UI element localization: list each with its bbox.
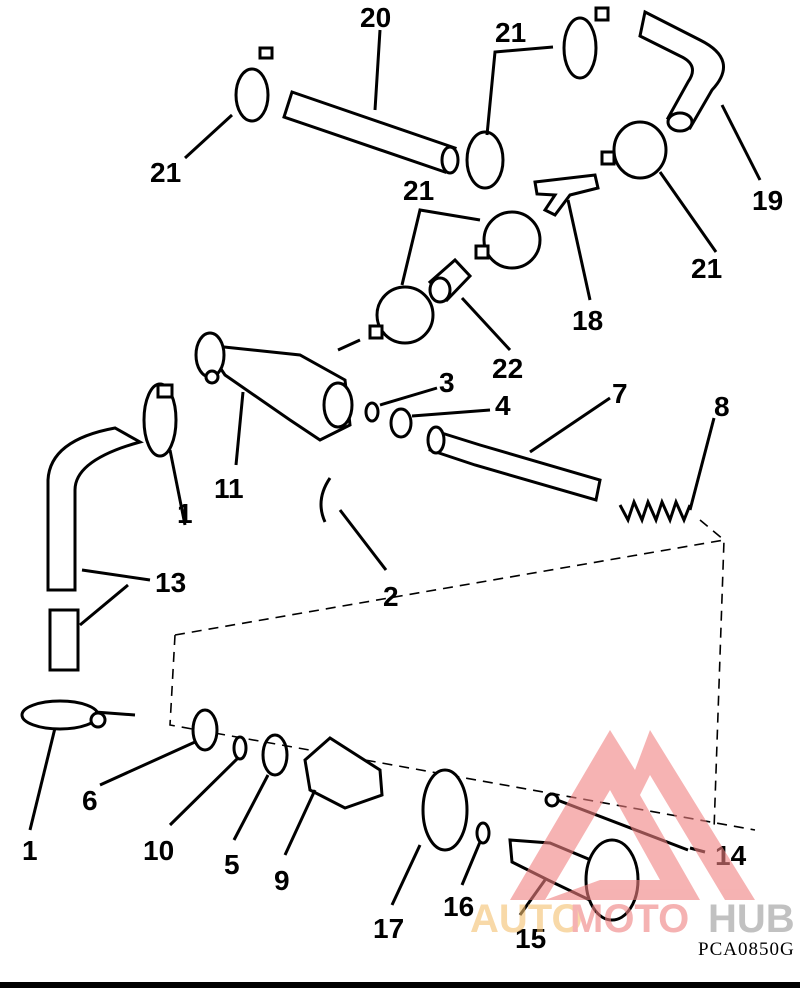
callout-1: 1 [177,498,193,529]
watermark-logo: AUTO MOTO HUB [470,730,795,941]
callout-20: 20 [360,2,391,33]
leader-lines [28,29,762,916]
callout-22: 22 [492,353,523,384]
plunger-7 [426,425,602,502]
o-ring-16 [475,821,491,845]
o-ring-5 [261,733,289,777]
housing-11 [194,331,361,442]
o-ring-10 [232,735,248,761]
callout-16: 16 [443,891,474,922]
assembly-line [169,519,756,831]
spring-8 [618,497,692,525]
callout-2: 2 [383,581,399,612]
callout-6: 6 [82,785,98,816]
hose-clamps-1 [20,382,178,731]
retaining-clip-2 [319,477,332,523]
callout-19: 19 [752,185,783,216]
callout-8: 8 [714,391,730,422]
callout-7: 7 [612,378,628,409]
hose-20 [282,90,460,175]
callout-10: 10 [143,835,174,866]
washer-6 [191,708,219,752]
hoses-13 [46,426,144,672]
callout-21: 21 [691,253,722,284]
valve-9 [303,736,384,810]
callout-9: 9 [274,865,290,896]
callout-21: 21 [150,157,181,188]
callout-18: 18 [572,305,603,336]
cap-17 [421,768,469,852]
drawing-code: PCA0850G [698,939,795,960]
callout-3: 3 [439,367,455,398]
watermark-hub: HUB [708,897,795,941]
sleeve-22 [427,257,473,304]
callout-17: 17 [373,913,404,944]
watermark-auto: AUTO [470,897,583,941]
elbow-hose-19 [638,9,725,130]
callout-1: 1 [22,835,38,866]
callout-13: 13 [155,567,186,598]
hose-clamps-21 [234,6,668,345]
callout-21: 21 [495,17,526,48]
bottom-border [0,982,800,988]
o-ring-3 [364,401,380,423]
callout-15: 15 [515,923,546,954]
watermark-moto: MOTO [570,897,689,941]
callout-5: 5 [224,849,240,880]
o-ring-4 [389,407,413,439]
callout-4: 4 [495,390,511,421]
callout-11: 11 [214,473,244,504]
tee-fitting-18 [533,173,600,217]
callout-21: 21 [403,175,434,206]
